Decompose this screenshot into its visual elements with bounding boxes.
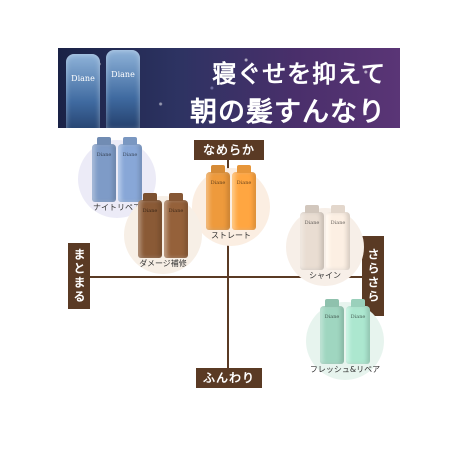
shampoo-bottle: Diane bbox=[320, 306, 344, 364]
product-bottles: Diane Diane bbox=[92, 144, 146, 206]
vertical-axis bbox=[227, 150, 229, 380]
axis-label-bottom: ふんわり bbox=[196, 368, 262, 388]
product-name: ストレート bbox=[211, 231, 251, 240]
product-straight: Diane Diane ストレート bbox=[192, 168, 270, 246]
product-name: ナイトリペア bbox=[93, 203, 141, 212]
product-bottles: Diane Diane bbox=[300, 212, 354, 274]
product-shine: Diane Diane シャイン bbox=[286, 208, 364, 286]
banner-subheadline: 朝の髪すんなり bbox=[190, 97, 386, 128]
banner: Diane Diane 寝ぐせを抑えて 朝の髪すんなり bbox=[58, 48, 400, 128]
axis-label-left: まとまる bbox=[68, 243, 90, 309]
axis-label-right: さらさら bbox=[362, 236, 384, 316]
product-circle bbox=[286, 208, 364, 286]
product-name: ダメージ補修 bbox=[139, 259, 187, 268]
product-circle bbox=[124, 196, 202, 274]
conditioner-bottle: Diane bbox=[326, 212, 350, 270]
product-circle bbox=[192, 168, 270, 246]
product-name: フレッシュ&リペア bbox=[309, 365, 381, 374]
banner-bottle-image: Diane bbox=[106, 50, 140, 128]
shampoo-bottle: Diane bbox=[138, 200, 162, 258]
product-bottles: Diane Diane bbox=[138, 200, 192, 262]
product-damage-repair: Diane Diane ダメージ補修 bbox=[124, 196, 202, 274]
product-fresh-repair: Diane Diane フレッシュ&リペア bbox=[306, 302, 384, 380]
horizontal-axis bbox=[80, 276, 376, 278]
conditioner-bottle: Diane bbox=[118, 144, 142, 202]
axis-label-top: なめらか bbox=[194, 140, 264, 160]
shampoo-bottle: Diane bbox=[206, 172, 230, 230]
banner-bottle-image: Diane bbox=[66, 54, 100, 128]
product-name: シャイン bbox=[309, 271, 341, 280]
product-bottles: Diane Diane bbox=[320, 306, 374, 368]
bottle-brand-label: Diane bbox=[71, 74, 95, 83]
product-bottles: Diane Diane bbox=[206, 172, 260, 234]
product-circle bbox=[306, 302, 384, 380]
conditioner-bottle: Diane bbox=[232, 172, 256, 230]
conditioner-bottle: Diane bbox=[346, 306, 370, 364]
shampoo-bottle: Diane bbox=[92, 144, 116, 202]
shampoo-bottle: Diane bbox=[300, 212, 324, 270]
banner-headline: 寝ぐせを抑えて bbox=[212, 60, 386, 88]
bottle-brand-label: Diane bbox=[111, 70, 135, 79]
conditioner-bottle: Diane bbox=[164, 200, 188, 258]
